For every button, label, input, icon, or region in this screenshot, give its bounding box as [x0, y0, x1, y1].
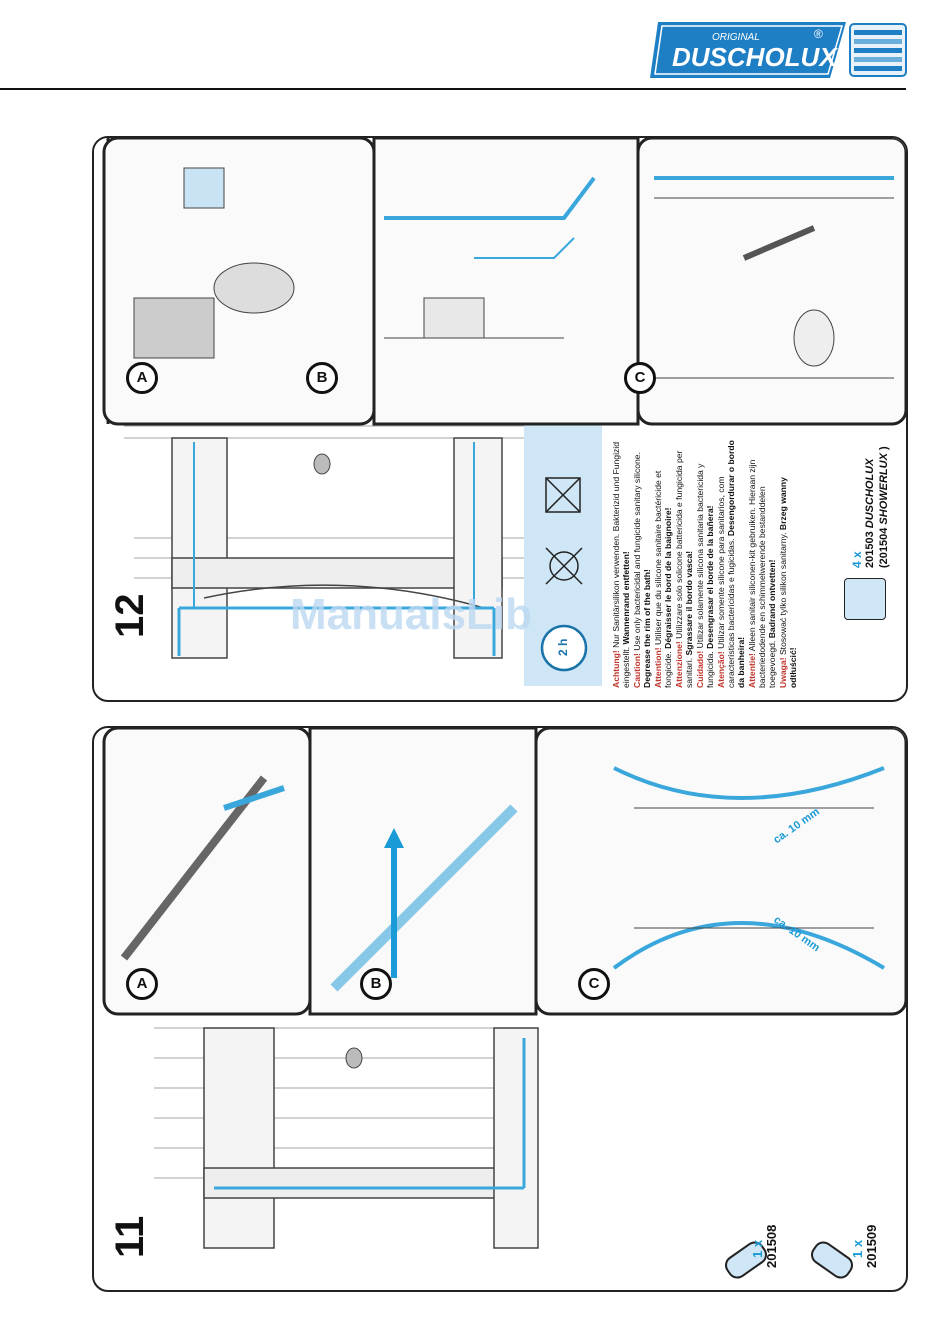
warning-es: Cuidado! Utilizar solamente silicona san…	[695, 463, 715, 688]
warning-en: Caution! Use only bactericidal and fungi…	[632, 452, 652, 688]
watermark-text: ManualsLib	[290, 590, 533, 639]
step-12-substep-a: A	[126, 362, 158, 394]
warning-it: Attenzione! Utilizzare solo solicone bat…	[674, 450, 694, 688]
cure-time-label: 2 h	[556, 638, 570, 656]
step-11-panel: 11 1 x 201508 1 x 201509 ca. 10 mm ca. 1…	[92, 726, 908, 1292]
part-2-qty: 1 x	[850, 1239, 865, 1258]
warning-nl: Attentie! Alleen sanitair siliconen-kit …	[747, 459, 777, 688]
part-1-qty: 1 x	[750, 1239, 765, 1258]
step-12-warnings: Achtung! Nur Sanitärsilikon verwenden. B…	[611, 438, 799, 688]
step-12-substep-b: B	[306, 362, 338, 394]
no-water-icon	[545, 547, 583, 585]
no-use-icon	[545, 477, 581, 513]
step-12-illustrations	[94, 138, 906, 686]
step-11-substep-c: C	[578, 968, 610, 1000]
silicone-tube-box-icon	[844, 578, 886, 620]
warning-pt: Atenção! Utilizar somente silicone para …	[716, 440, 746, 688]
step-12-number: 12	[108, 593, 152, 639]
part-2-code: 201509	[864, 1224, 879, 1268]
logo-brand-text: DUSCHOLUX	[672, 42, 838, 72]
duscholux-logo: ORIGINAL DUSCHOLUX ®	[650, 20, 908, 80]
part-1-code: 201508	[764, 1224, 779, 1268]
step-11-substep-a: A	[126, 968, 158, 1000]
warning-fr: Attention! Utiliser que du silicone sani…	[653, 470, 673, 688]
step-11-substep-b: B	[360, 968, 392, 1000]
product-line-1: 201503 DUSCHOLUX	[864, 458, 876, 568]
logo-small-text: ORIGINAL	[712, 32, 760, 43]
step-11-number: 11	[108, 1215, 152, 1258]
step-11-illustrations	[102, 728, 906, 1249]
warning-de: Achtung! Nur Sanitärsilikon verwenden. B…	[611, 442, 631, 688]
step-12-panel: Achtung! Nur Sanitärsilikon verwenden. B…	[92, 136, 908, 702]
logo-reg-mark: ®	[814, 27, 823, 41]
product-qty: 4 x	[850, 551, 864, 568]
header-rule	[0, 88, 906, 90]
step-12-substep-c: C	[624, 362, 656, 394]
logo-stripes-icon	[849, 23, 907, 77]
product-line-2: (201504 SHOWERLUX )	[878, 446, 890, 568]
warning-pl: Uwaga! Stosować tylko silikon sanitarny.…	[778, 477, 798, 688]
